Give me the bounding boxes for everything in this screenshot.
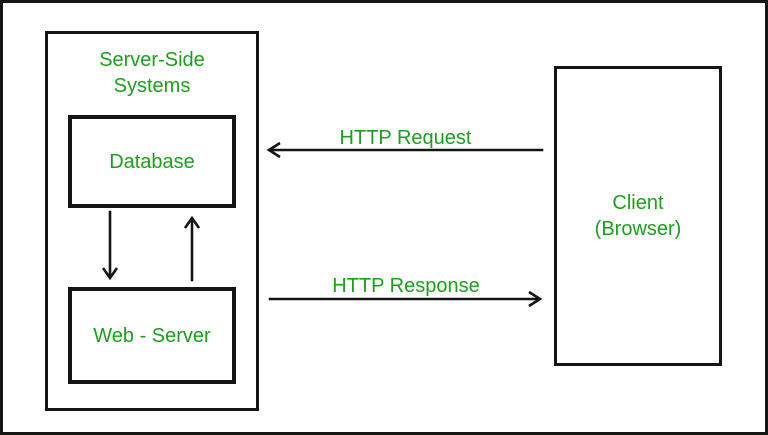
database-box: Database (68, 115, 236, 208)
http-response-label: HTTP Response (332, 275, 480, 297)
web-server-label: Web - Server (93, 324, 211, 347)
server-side-systems-title: Server-Side Systems (99, 49, 205, 97)
client-browser-box: Client (Browser) (554, 66, 722, 366)
database-label: Database (109, 150, 195, 173)
http-request-label: HTTP Request (339, 127, 472, 149)
client-browser-label: Client (Browser) (594, 192, 682, 240)
web-server-box: Web - Server (68, 287, 236, 384)
